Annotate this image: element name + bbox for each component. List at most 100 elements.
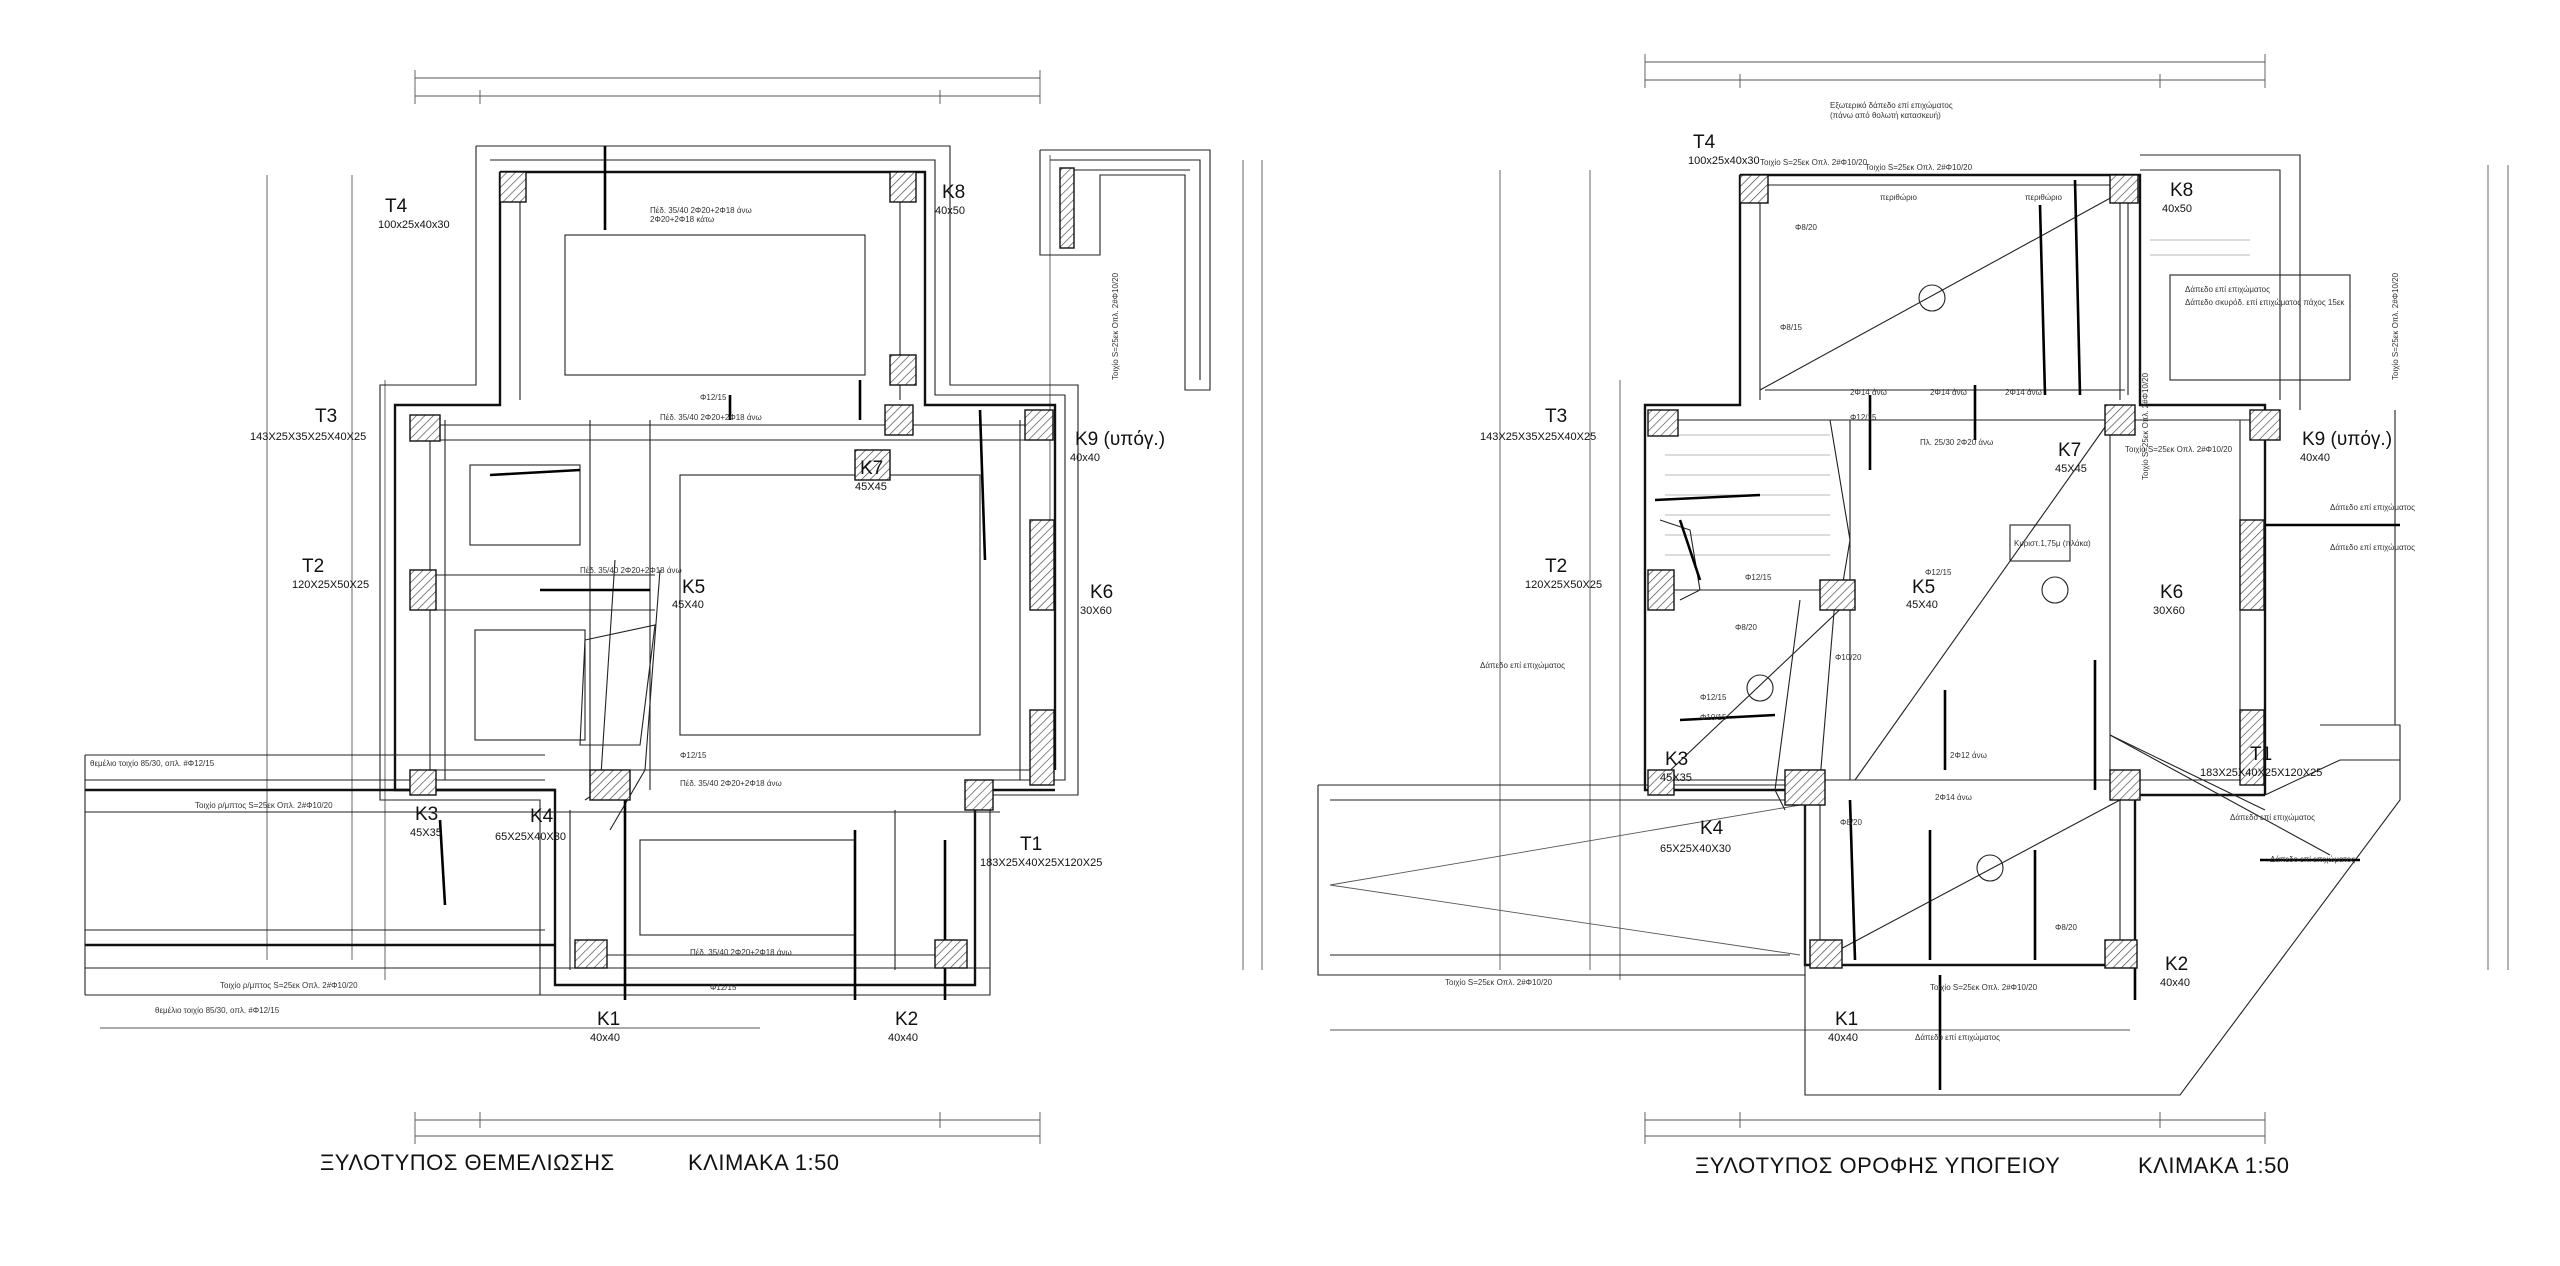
dims-k5-r: 45X40 <box>1906 599 1938 611</box>
svg-text:Δάπεδο επί επιχώματος: Δάπεδο επί επιχώματος <box>1915 1033 2000 1042</box>
dims-k9-r: 40x40 <box>2300 452 2330 464</box>
note-landing2: Δάπεδο επί επιχώματος <box>2330 503 2415 512</box>
dims-k9: 40x40 <box>1070 452 1100 464</box>
left-dimension-chain <box>266 175 386 980</box>
svg-text:2Φ14 άνω: 2Φ14 άνω <box>2005 388 2042 397</box>
dims-k1-r: 40x40 <box>1828 1032 1858 1044</box>
label-t1: T1 <box>1020 834 1042 855</box>
reinforcement-bars <box>438 146 987 1000</box>
note-landing3: Δάπεδο επί επιχώματος <box>2230 813 2315 822</box>
dims-k6-r: 30X60 <box>2153 605 2185 617</box>
label-k9-r: K9 (υπόγ.) <box>2302 429 2392 450</box>
label-k6-r: K6 <box>2160 582 2183 603</box>
svg-text:Φ8/20: Φ8/20 <box>1735 623 1758 632</box>
note-wall-bottom: Τοιχίο ρ/μπτος S=25εκ Οπλ. 2#Φ10/20 <box>220 981 358 990</box>
dims-k7-r: 45X45 <box>2055 463 2087 475</box>
plan-scale-basement-roof: ΚΛΙΜΑΚΑ 1:50 <box>2138 1153 2290 1178</box>
svg-text:Πέδ. 35/40 2Φ20+2Φ18 άνω: Πέδ. 35/40 2Φ20+2Φ18 άνω <box>650 206 752 215</box>
svg-text:Φ12/15: Φ12/15 <box>1925 568 1952 577</box>
dims-t4-r: 100x25x40x30 <box>1688 155 1760 167</box>
label-k9: K9 (υπόγ.) <box>1075 429 1165 450</box>
svg-text:2Φ12 άνω: 2Φ12 άνω <box>1950 751 1987 760</box>
label-k4: K4 <box>530 806 554 827</box>
right-dimension-chain <box>1049 155 1263 970</box>
top-dimension-chain <box>414 70 1041 104</box>
label-t3: T3 <box>315 406 337 427</box>
slab-markers <box>1746 284 2069 882</box>
svg-text:(πάνω από θολωτή κατασκευή): (πάνω από θολωτή κατασκευή) <box>1830 111 1941 120</box>
svg-text:Δάπεδο επί επιχώματος: Δάπεδο επί επιχώματος <box>1480 661 1565 670</box>
dims-k3-r: 45X35 <box>1660 772 1692 784</box>
slab-span-box <box>2009 524 2071 562</box>
svg-text:Δάπεδο επί επιχώματος: Δάπεδο επί επιχώματος <box>2330 543 2415 552</box>
dims-t3: 143X25X35X25X40X25 <box>250 431 366 443</box>
label-k6: K6 <box>1090 582 1113 603</box>
plan-scale-foundation: ΚΛΙΜΑΚΑ 1:50 <box>688 1150 840 1175</box>
note-box: Δάπεδο σκυρόδ. επί επιχώματος πάχος 15εκ <box>2185 298 2345 307</box>
plan-title-foundation: ΞΥΛΟΤΥΠΟΣ ΘΕΜΕΛΙΩΣΗΣ <box>320 1150 615 1175</box>
dims-k6: 30X60 <box>1080 605 1112 617</box>
dims-t4: 100x25x40x30 <box>378 219 450 231</box>
svg-text:2Φ14 άνω: 2Φ14 άνω <box>1930 388 1967 397</box>
plan-title-basement-roof: ΞΥΛΟΤΥΠΟΣ ΟΡΟΦΗΣ ΥΠΟΓΕΙΟΥ <box>1695 1153 2060 1178</box>
dims-t2-r: 120X25X50X25 <box>1525 579 1602 591</box>
note-wall-right: Τοιχίο S=25εκ Οπλ. 2#Φ10/20 <box>1445 978 1553 987</box>
bottom-dimension-chain-right <box>1330 1029 2266 1144</box>
dims-k2: 40x40 <box>888 1032 918 1044</box>
inner-openings <box>469 234 981 936</box>
note-beam-bottom: θεμέλιο τοιχίο 85/30, οπλ. #Φ12/15 <box>155 1006 280 1015</box>
label-k8-r: K8 <box>2170 180 2193 201</box>
roof-columns <box>1647 174 2281 969</box>
member-labels-right: T4 100x25x40x30 K8 40x50 T3 143X25X35X25… <box>1480 132 2392 1044</box>
roof-outline <box>1317 173 2401 1096</box>
dims-k8-r: 40x50 <box>2162 203 2192 215</box>
dims-t1-r: 183X25X40X25X120X25 <box>2200 767 2322 779</box>
svg-text:Τοιχίο S=25εκ Οπλ. 2#Φ10/20: Τοιχίο S=25εκ Οπλ. 2#Φ10/20 <box>1930 983 2038 992</box>
label-k2-r: K2 <box>2165 954 2188 975</box>
label-t2-r: T2 <box>1545 556 1567 577</box>
svg-text:2Φ14 άνω: 2Φ14 άνω <box>1850 388 1887 397</box>
svg-text:Πλ. 25/30 2Φ20 άνω: Πλ. 25/30 2Φ20 άνω <box>1920 438 1993 447</box>
label-k7: K7 <box>860 458 883 479</box>
svg-text:Πέδ. 35/40 2Φ20+2Φ18 άνω: Πέδ. 35/40 2Φ20+2Φ18 άνω <box>680 779 782 788</box>
svg-text:Φ8/20: Φ8/20 <box>2055 923 2078 932</box>
svg-text:περιθώριο: περιθώριο <box>2025 193 2062 202</box>
foundation-outline <box>379 145 1079 996</box>
note-wall: Τοιχίο ρ/μπτος S=25εκ Οπλ. 2#Φ10/20 <box>195 801 333 810</box>
label-k8: K8 <box>942 182 965 203</box>
label-t4: T4 <box>385 196 408 217</box>
foundation-plan: Πέδ. 35/40 2Φ20+2Φ18 άνω 2Φ20+2Φ18 κάτω … <box>84 70 1263 1175</box>
member-labels-left: T4 100x25x40x30 K8 40x50 T3 143X25X35X25… <box>250 182 1165 1044</box>
dims-k4-r: 65X25X40X30 <box>1660 843 1731 855</box>
svg-text:περιθώριο: περιθώριο <box>1880 193 1917 202</box>
strip-footings <box>84 754 1000 996</box>
svg-text:Φ8/15: Φ8/15 <box>1780 323 1803 332</box>
k9-detached-wall <box>1039 149 1211 391</box>
label-k5-r: K5 <box>1912 577 1935 598</box>
svg-text:Τοιχίο S=25εκ Οπλ. 2#Φ10/20: Τοιχίο S=25εκ Οπλ. 2#Φ10/20 <box>2125 445 2233 454</box>
label-k7-r: K7 <box>2058 440 2081 461</box>
label-t1-r: T1 <box>2250 744 2272 765</box>
svg-text:Φ12/15: Φ12/15 <box>680 751 707 760</box>
dims-k2-r: 40x40 <box>2160 977 2190 989</box>
stair-top-right <box>2140 154 2396 725</box>
label-t2: T2 <box>302 556 324 577</box>
svg-text:Τοιχίο S=25εκ Οπλ. 2#Φ10/20: Τοιχίο S=25εκ Οπλ. 2#Φ10/20 <box>2141 372 2150 480</box>
dims-t1: 183X25X40X25X120X25 <box>980 857 1102 869</box>
dims-k3: 45X35 <box>410 827 442 839</box>
label-k3: K3 <box>415 804 438 825</box>
dims-k8: 40x50 <box>935 205 965 217</box>
label-k2: K2 <box>895 1009 918 1030</box>
note-beam-top: θεμέλιο τοιχίο 85/30, οπλ. #Φ12/15 <box>90 759 215 768</box>
svg-text:Πέδ. 35/40 2Φ20+2Φ18 άνω: Πέδ. 35/40 2Φ20+2Φ18 άνω <box>690 948 792 957</box>
dims-k5: 45X40 <box>672 599 704 611</box>
dims-k4: 65X25X40X30 <box>495 831 566 843</box>
label-t3-r: T3 <box>1545 406 1567 427</box>
svg-text:Τοιχίο S=25εκ Οπλ. 2#Φ10/20: Τοιχίο S=25εκ Οπλ. 2#Φ10/20 <box>2391 272 2400 380</box>
roof-annotations: Εξωτερικό δάπεδο επί επιχώματος (πάνω απ… <box>1480 101 2415 1042</box>
note-slab-top: Τοιχίο S=25εκ Οπλ. 2#Φ10/20 <box>1760 158 1868 167</box>
label-k4-r: K4 <box>1700 818 1724 839</box>
svg-text:Φ10/20: Φ10/20 <box>1835 653 1862 662</box>
svg-text:Φ12/15: Φ12/15 <box>1745 573 1772 582</box>
